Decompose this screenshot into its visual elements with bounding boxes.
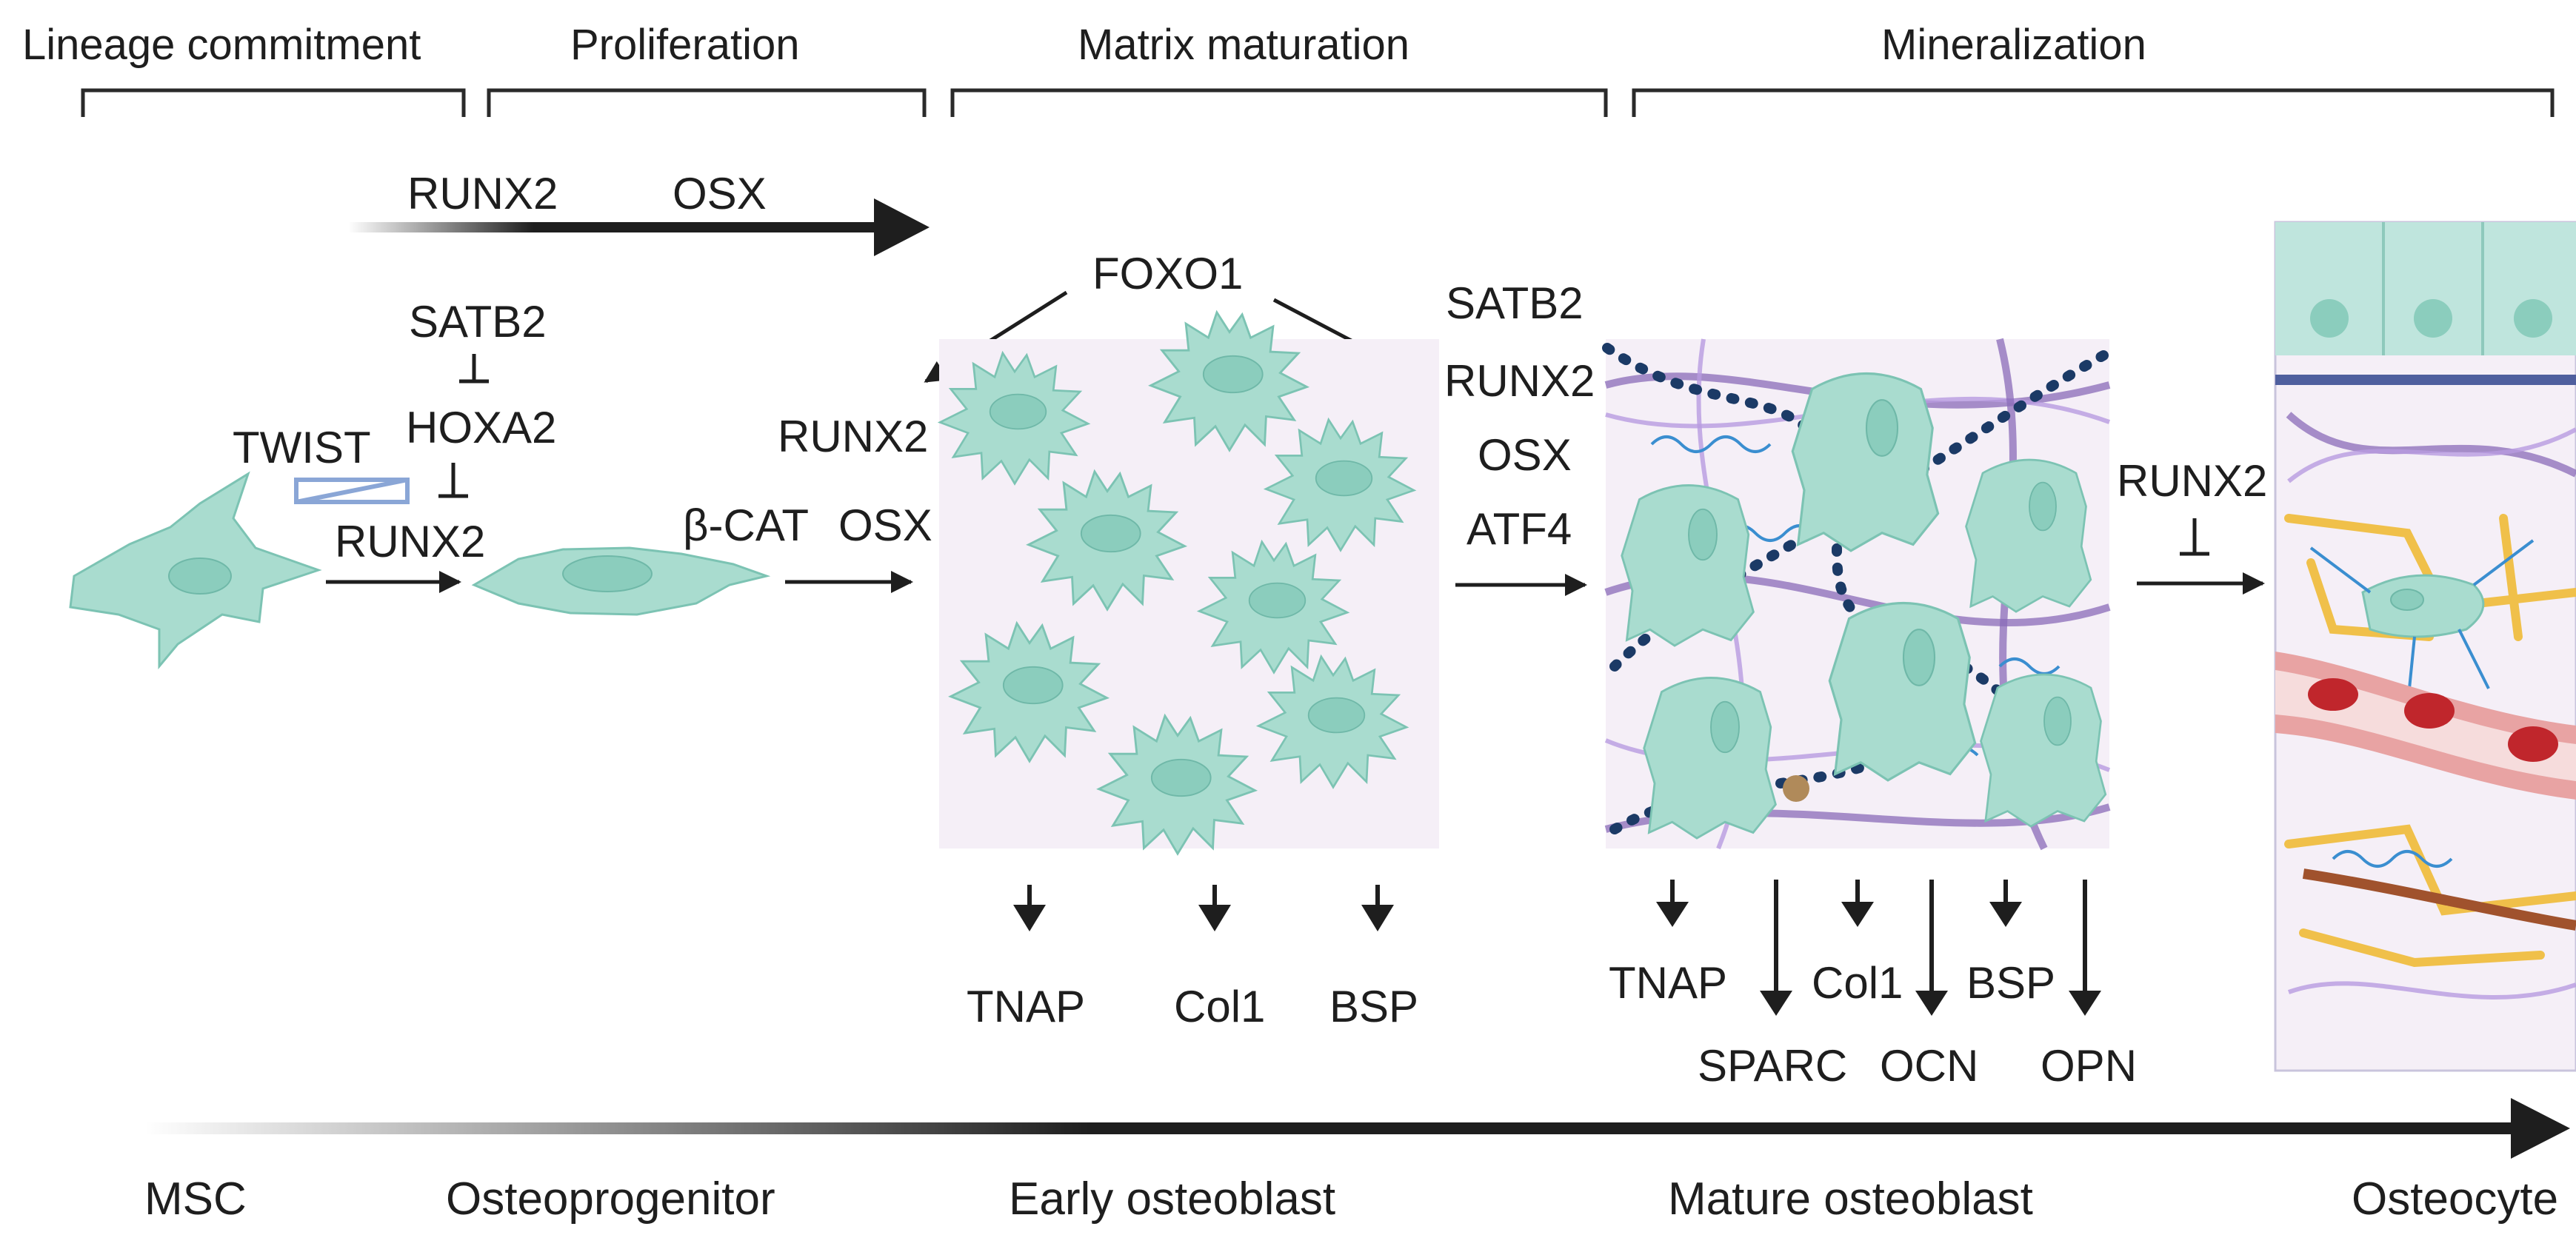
early-marker-col1: Col1 <box>1174 982 1265 1031</box>
early-osteoblast-panel <box>938 311 1439 855</box>
mature-marker-opn: OPN <box>2041 1041 2137 1091</box>
runx2-osteocyte-label: RUNX2 <box>2117 456 2267 506</box>
cell-label-osteocyte: Osteocyte <box>2352 1174 2558 1225</box>
cell-label-osteoprogenitor: Osteoprogenitor <box>446 1174 775 1225</box>
foxo1-label: FOXO1 <box>1092 249 1243 298</box>
msc-cell-icon <box>69 471 322 670</box>
top-arrow-osx: OSX <box>673 169 767 218</box>
cell-label-msc: MSC <box>144 1174 247 1225</box>
runx2-early-label: RUNX2 <box>778 412 928 461</box>
mature-marker-ocn: OCN <box>1880 1041 1978 1091</box>
osteoprogenitor-cell-icon <box>471 546 771 616</box>
early-marker-bsp: BSP <box>1329 982 1418 1031</box>
bracket-lineage <box>81 88 466 117</box>
mature-marker-bsp: BSP <box>1966 958 2055 1008</box>
early-marker-tnap: TNAP <box>967 982 1085 1031</box>
bracket-matrix <box>950 88 1608 117</box>
stage-matrix-maturation: Matrix maturation <box>1078 21 1409 69</box>
early-marker-arrows <box>1013 885 1394 931</box>
osx-mature-label: OSX <box>1478 430 1572 480</box>
mature-osteoblast-panel <box>1602 338 2111 851</box>
satb2-mature-label: SATB2 <box>1446 278 1584 328</box>
runx2-mature-label: RUNX2 <box>1444 356 1595 406</box>
twist-inhibit-box-icon <box>294 478 410 504</box>
mature-marker-arrows <box>1656 880 2101 1016</box>
twist-label: TWIST <box>233 423 371 472</box>
mature-marker-tnap: TNAP <box>1609 958 1727 1008</box>
cell-label-mature-osteoblast: Mature osteoblast <box>1668 1174 2033 1225</box>
cell-label-early-osteoblast: Early osteoblast <box>1009 1174 1335 1225</box>
stage-mineralization: Mineralization <box>1881 21 2146 69</box>
top-progress-arrow-shaft <box>348 222 878 232</box>
satb2-label: SATB2 <box>409 297 547 347</box>
stage-proliferation: Proliferation <box>570 21 799 69</box>
mature-marker-col1: Col1 <box>1812 958 1903 1008</box>
runx2-lineage-label: RUNX2 <box>335 517 485 566</box>
bottom-progress-arrow-shaft <box>144 1122 2515 1134</box>
mature-marker-sparc: SPARC <box>1698 1041 1847 1091</box>
top-progress-arrowhead <box>874 198 930 256</box>
bracket-mineralization <box>1632 88 2555 117</box>
stage-lineage-commitment: Lineage commitment <box>22 21 421 69</box>
runx2-inhibition-symbol <box>2180 518 2209 556</box>
satb2-inhibits-hoxa2 <box>459 354 489 384</box>
bottom-progress-arrowhead <box>2511 1098 2570 1159</box>
bracket-proliferation <box>487 88 927 117</box>
atf4-label: ATF4 <box>1466 504 1572 554</box>
hoxa2-label: HOXA2 <box>406 403 556 452</box>
osx-early-label: OSX <box>838 501 932 550</box>
hoxa2-inhibits-runx2 <box>438 463 468 498</box>
top-arrow-runx2: RUNX2 <box>407 169 558 218</box>
osteocyte-panel <box>2274 221 2576 1072</box>
beta-catenin-label: β-CAT <box>683 501 809 550</box>
